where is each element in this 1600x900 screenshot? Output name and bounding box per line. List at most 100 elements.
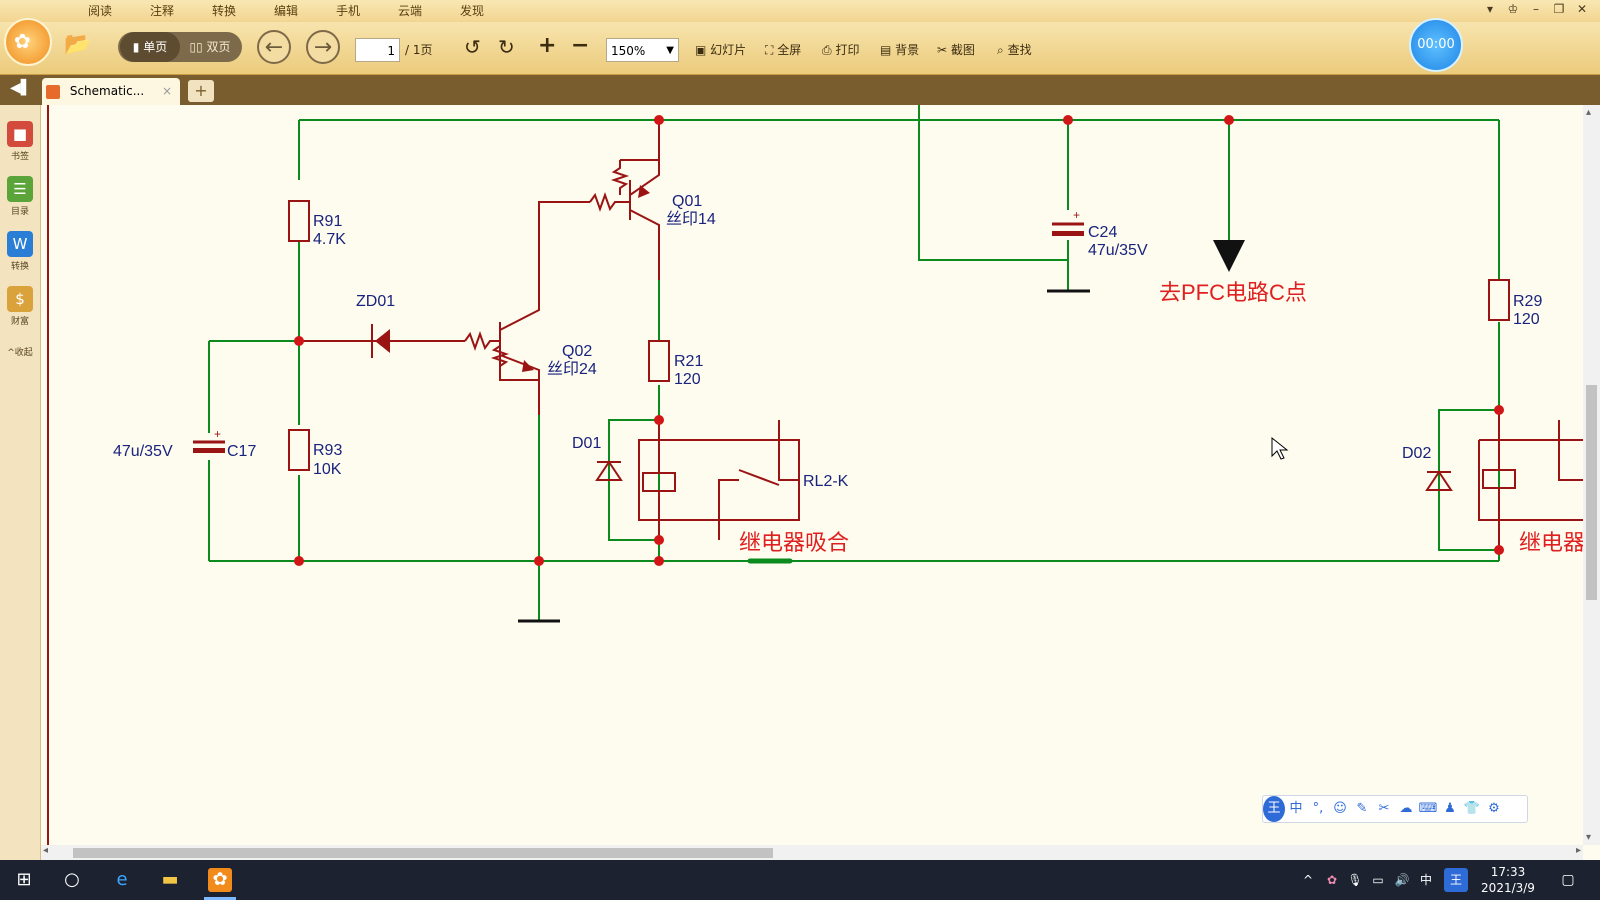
network-icon[interactable]: ▭ xyxy=(1372,873,1384,887)
shirt-icon[interactable]: ♔ xyxy=(1507,2,1519,16)
skin-dropdown-icon[interactable]: ▾ xyxy=(1486,2,1494,16)
r93-name: R93 xyxy=(313,442,342,459)
sidebar-item-toc[interactable]: ☰ 目录 xyxy=(0,176,40,217)
q01-arrow xyxy=(638,185,650,198)
diode-d02 xyxy=(1425,470,1453,491)
double-page-button[interactable]: ▯▯ 双页 xyxy=(189,40,231,54)
document-view[interactable]: + + R91 4.7K xyxy=(41,105,1583,845)
microphone-icon[interactable]: 🎙 xyxy=(1347,873,1363,887)
bookmark-icon: ■ xyxy=(7,121,33,147)
pdf-reader-taskbar-icon[interactable]: ✿ xyxy=(208,868,232,892)
scroll-down-icon[interactable]: ▾ xyxy=(1586,832,1592,843)
ime-keyboard-icon[interactable]: ⌨ xyxy=(1418,801,1438,816)
open-folder-icon[interactable]: 📂 xyxy=(64,32,92,57)
sidebar-item-convert[interactable]: W 转换 xyxy=(0,231,40,272)
cortana-search-icon[interactable]: ○ xyxy=(64,869,80,890)
ime-cloud-icon[interactable]: ☁ xyxy=(1399,801,1413,816)
menu-edit[interactable]: 编辑 xyxy=(273,4,298,18)
zoom-out-icon[interactable]: − xyxy=(571,33,590,58)
scroll-left-icon[interactable]: ◂ xyxy=(43,845,49,856)
screenshot-button[interactable]: ✂ 截图 xyxy=(937,37,975,63)
fullscreen-button[interactable]: ⛶ 全屏 xyxy=(765,37,801,63)
tab-bar: ◀▌ Schematic... × + xyxy=(0,75,1600,105)
page-number-input[interactable]: 1 xyxy=(355,38,400,62)
tab-schematic[interactable]: Schematic... × xyxy=(42,78,180,105)
taskbar: ⊞ ○ e ▬ ✿ ^ ✿ 🎙 ▭ 🔊 中 王 17:33 2021/3/9 ▢ xyxy=(0,860,1600,900)
app-logo[interactable]: ✿ xyxy=(4,18,52,66)
vertical-scrollbar[interactable]: ▴ ▾ xyxy=(1583,105,1600,845)
minimize-icon[interactable]: – xyxy=(1533,2,1539,16)
single-page-button[interactable]: ▮ 单页 xyxy=(120,32,180,62)
double-page-label: 双页 xyxy=(206,40,231,54)
volume-icon[interactable]: 🔊 xyxy=(1394,873,1410,887)
ime-settings-icon[interactable]: ⚙ xyxy=(1488,801,1500,816)
menu-cloud[interactable]: 云端 xyxy=(397,4,422,18)
fullscreen-label: 全屏 xyxy=(777,43,802,57)
background-button[interactable]: ▤ 背景 xyxy=(880,37,919,63)
ime-user-icon[interactable]: ♟ xyxy=(1444,801,1456,816)
logo-icon: ✿ xyxy=(14,29,31,53)
windows-start-icon[interactable]: ⊞ xyxy=(16,869,32,890)
zoom-select[interactable]: 150% ▼ xyxy=(606,38,679,62)
active-app-indicator xyxy=(204,897,236,900)
d01-label: D01 xyxy=(572,435,601,452)
pfc-arrow xyxy=(1213,240,1245,272)
rl2-label: RL2-K xyxy=(803,473,849,490)
sidebar-collapse[interactable]: ^收起 xyxy=(7,348,33,358)
find-button[interactable]: ⌕ 查找 xyxy=(997,37,1032,63)
ime-tray-icon[interactable]: 王 xyxy=(1444,868,1468,892)
menu-convert[interactable]: 转换 xyxy=(211,4,236,18)
menu-annotate[interactable]: 注释 xyxy=(149,4,174,18)
ime-emoji-icon[interactable]: ☺ xyxy=(1333,801,1347,816)
file-explorer-icon[interactable]: ▬ xyxy=(161,869,179,890)
input-language[interactable]: 中 xyxy=(1419,873,1432,887)
ime-punctuation-icon[interactable]: °, xyxy=(1312,801,1324,816)
view-mode-toggle: ▮ 单页 ▯▯ 双页 xyxy=(118,32,242,62)
r93-value: 10K xyxy=(313,461,342,478)
rotate-left-icon[interactable]: ↺ xyxy=(464,35,481,59)
schematic-diagram: + + R91 4.7K xyxy=(47,105,1583,845)
menu-mobile[interactable]: 手机 xyxy=(335,4,360,18)
ime-handwrite-icon[interactable]: ✎ xyxy=(1356,801,1368,816)
chevron-down-icon: ▼ xyxy=(666,45,674,56)
sidebar-toggle-icon[interactable]: ◀▌ xyxy=(10,80,32,96)
close-window-icon[interactable]: ✕ xyxy=(1576,2,1588,16)
tab-close-icon[interactable]: × xyxy=(161,84,172,98)
horizontal-scrollbar[interactable]: ◂ ▸ xyxy=(41,845,1583,860)
sidebar-item-bookmarks[interactable]: ■ 书签 xyxy=(0,121,40,162)
pdf-file-icon xyxy=(46,84,60,99)
horizontal-scroll-thumb[interactable] xyxy=(73,848,773,858)
ime-chinese-mode[interactable]: 中 xyxy=(1289,801,1303,816)
r91-value: 4.7K xyxy=(313,231,346,248)
next-page-button[interactable]: → xyxy=(306,30,340,64)
slideshow-button[interactable]: ▣ 幻灯片 xyxy=(695,37,746,63)
timer-badge[interactable]: 00:00 xyxy=(1409,18,1463,72)
ime-logo-icon[interactable]: 王 xyxy=(1263,796,1285,822)
menu-read[interactable]: 阅读 xyxy=(87,4,112,18)
tray-chevron-up-icon[interactable]: ^ xyxy=(1302,873,1314,887)
restore-icon[interactable]: ❐ xyxy=(1553,2,1565,16)
print-button[interactable]: ⎙ 打印 xyxy=(822,37,859,63)
scroll-up-icon[interactable]: ▴ xyxy=(1586,107,1592,118)
d02-label: D02 xyxy=(1402,445,1431,462)
q02-name: Q02 xyxy=(562,343,592,360)
notification-center-icon[interactable]: ▢ xyxy=(1561,872,1575,888)
tray-flower-icon[interactable]: ✿ xyxy=(1326,873,1338,887)
rotate-right-icon[interactable]: ↻ xyxy=(498,35,515,59)
zoom-value: 150% xyxy=(611,44,646,58)
sidebar-item-wealth[interactable]: $ 财富 xyxy=(0,286,40,327)
ie-browser-icon[interactable]: e xyxy=(116,869,128,890)
ime-skin-icon[interactable]: 👕 xyxy=(1463,801,1481,816)
ime-scissors-icon[interactable]: ✂ xyxy=(1378,801,1390,816)
vertical-scroll-thumb[interactable] xyxy=(1586,385,1597,600)
wealth-icon: $ xyxy=(7,286,33,312)
zoom-in-icon[interactable]: + xyxy=(538,33,557,58)
prev-page-button[interactable]: ← xyxy=(257,30,291,64)
sidebar-item-label: 财富 xyxy=(10,317,29,327)
scroll-right-icon[interactable]: ▸ xyxy=(1575,845,1581,856)
system-clock[interactable]: 17:33 2021/3/9 xyxy=(1468,864,1548,896)
new-tab-button[interactable]: + xyxy=(188,80,214,102)
menu-discover[interactable]: 发现 xyxy=(459,4,484,18)
screenshot-label: 截图 xyxy=(950,43,975,57)
svg-text:+: + xyxy=(1073,208,1080,222)
